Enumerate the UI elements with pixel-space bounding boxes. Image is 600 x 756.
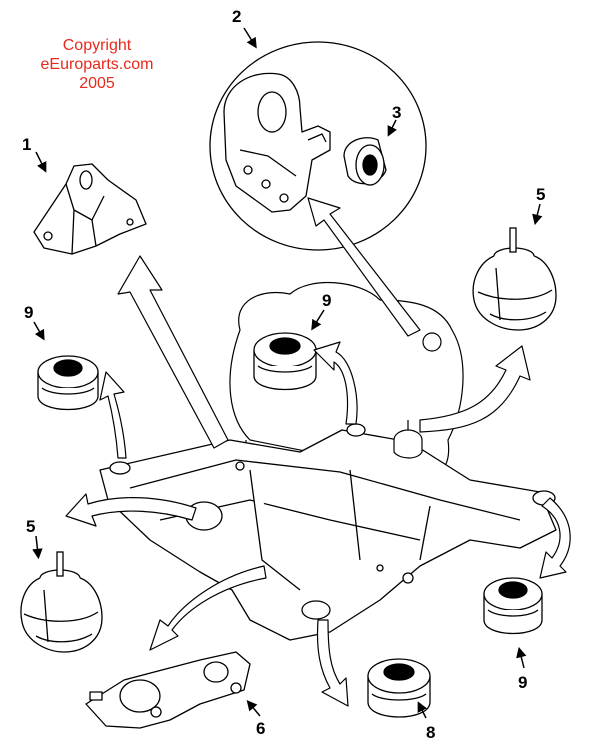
part-9-bushing-left xyxy=(37,355,99,411)
copyright-line-2: eEuroparts.com xyxy=(40,56,154,73)
part-1-mount xyxy=(33,163,147,255)
part-5-mount-left xyxy=(20,551,103,653)
copyright-notice: Copyright eEuroparts.com 2005 xyxy=(22,36,172,93)
callout-3: 3 xyxy=(392,103,401,122)
copyright-line-1: Copyright xyxy=(62,37,132,54)
callout-5-right: 5 xyxy=(536,185,545,204)
callout-2: 2 xyxy=(232,7,241,26)
part-5-mount-right xyxy=(472,227,557,331)
part-3-bushing xyxy=(343,137,387,186)
callout-5-left: 5 xyxy=(26,517,35,536)
callout-9-left: 9 xyxy=(24,303,33,322)
subframe xyxy=(99,423,557,641)
detail-circle xyxy=(209,41,427,251)
callout-8: 8 xyxy=(426,723,435,742)
part-2-bracket xyxy=(223,72,331,213)
callout-9-center: 9 xyxy=(322,291,331,310)
copyright-line-3: 2005 xyxy=(79,75,115,92)
part-9-bushing-right xyxy=(483,577,543,635)
guide-arrows xyxy=(65,197,571,707)
callout-pointers xyxy=(32,27,543,719)
frame-mount-top xyxy=(393,420,423,459)
part-8-bushing xyxy=(367,658,431,718)
callout-6: 6 xyxy=(256,719,265,738)
part-6-torque-rod xyxy=(85,651,251,729)
callout-1: 1 xyxy=(22,135,31,154)
part-9-bushing-center xyxy=(253,332,317,391)
callout-9-right: 9 xyxy=(518,673,527,692)
